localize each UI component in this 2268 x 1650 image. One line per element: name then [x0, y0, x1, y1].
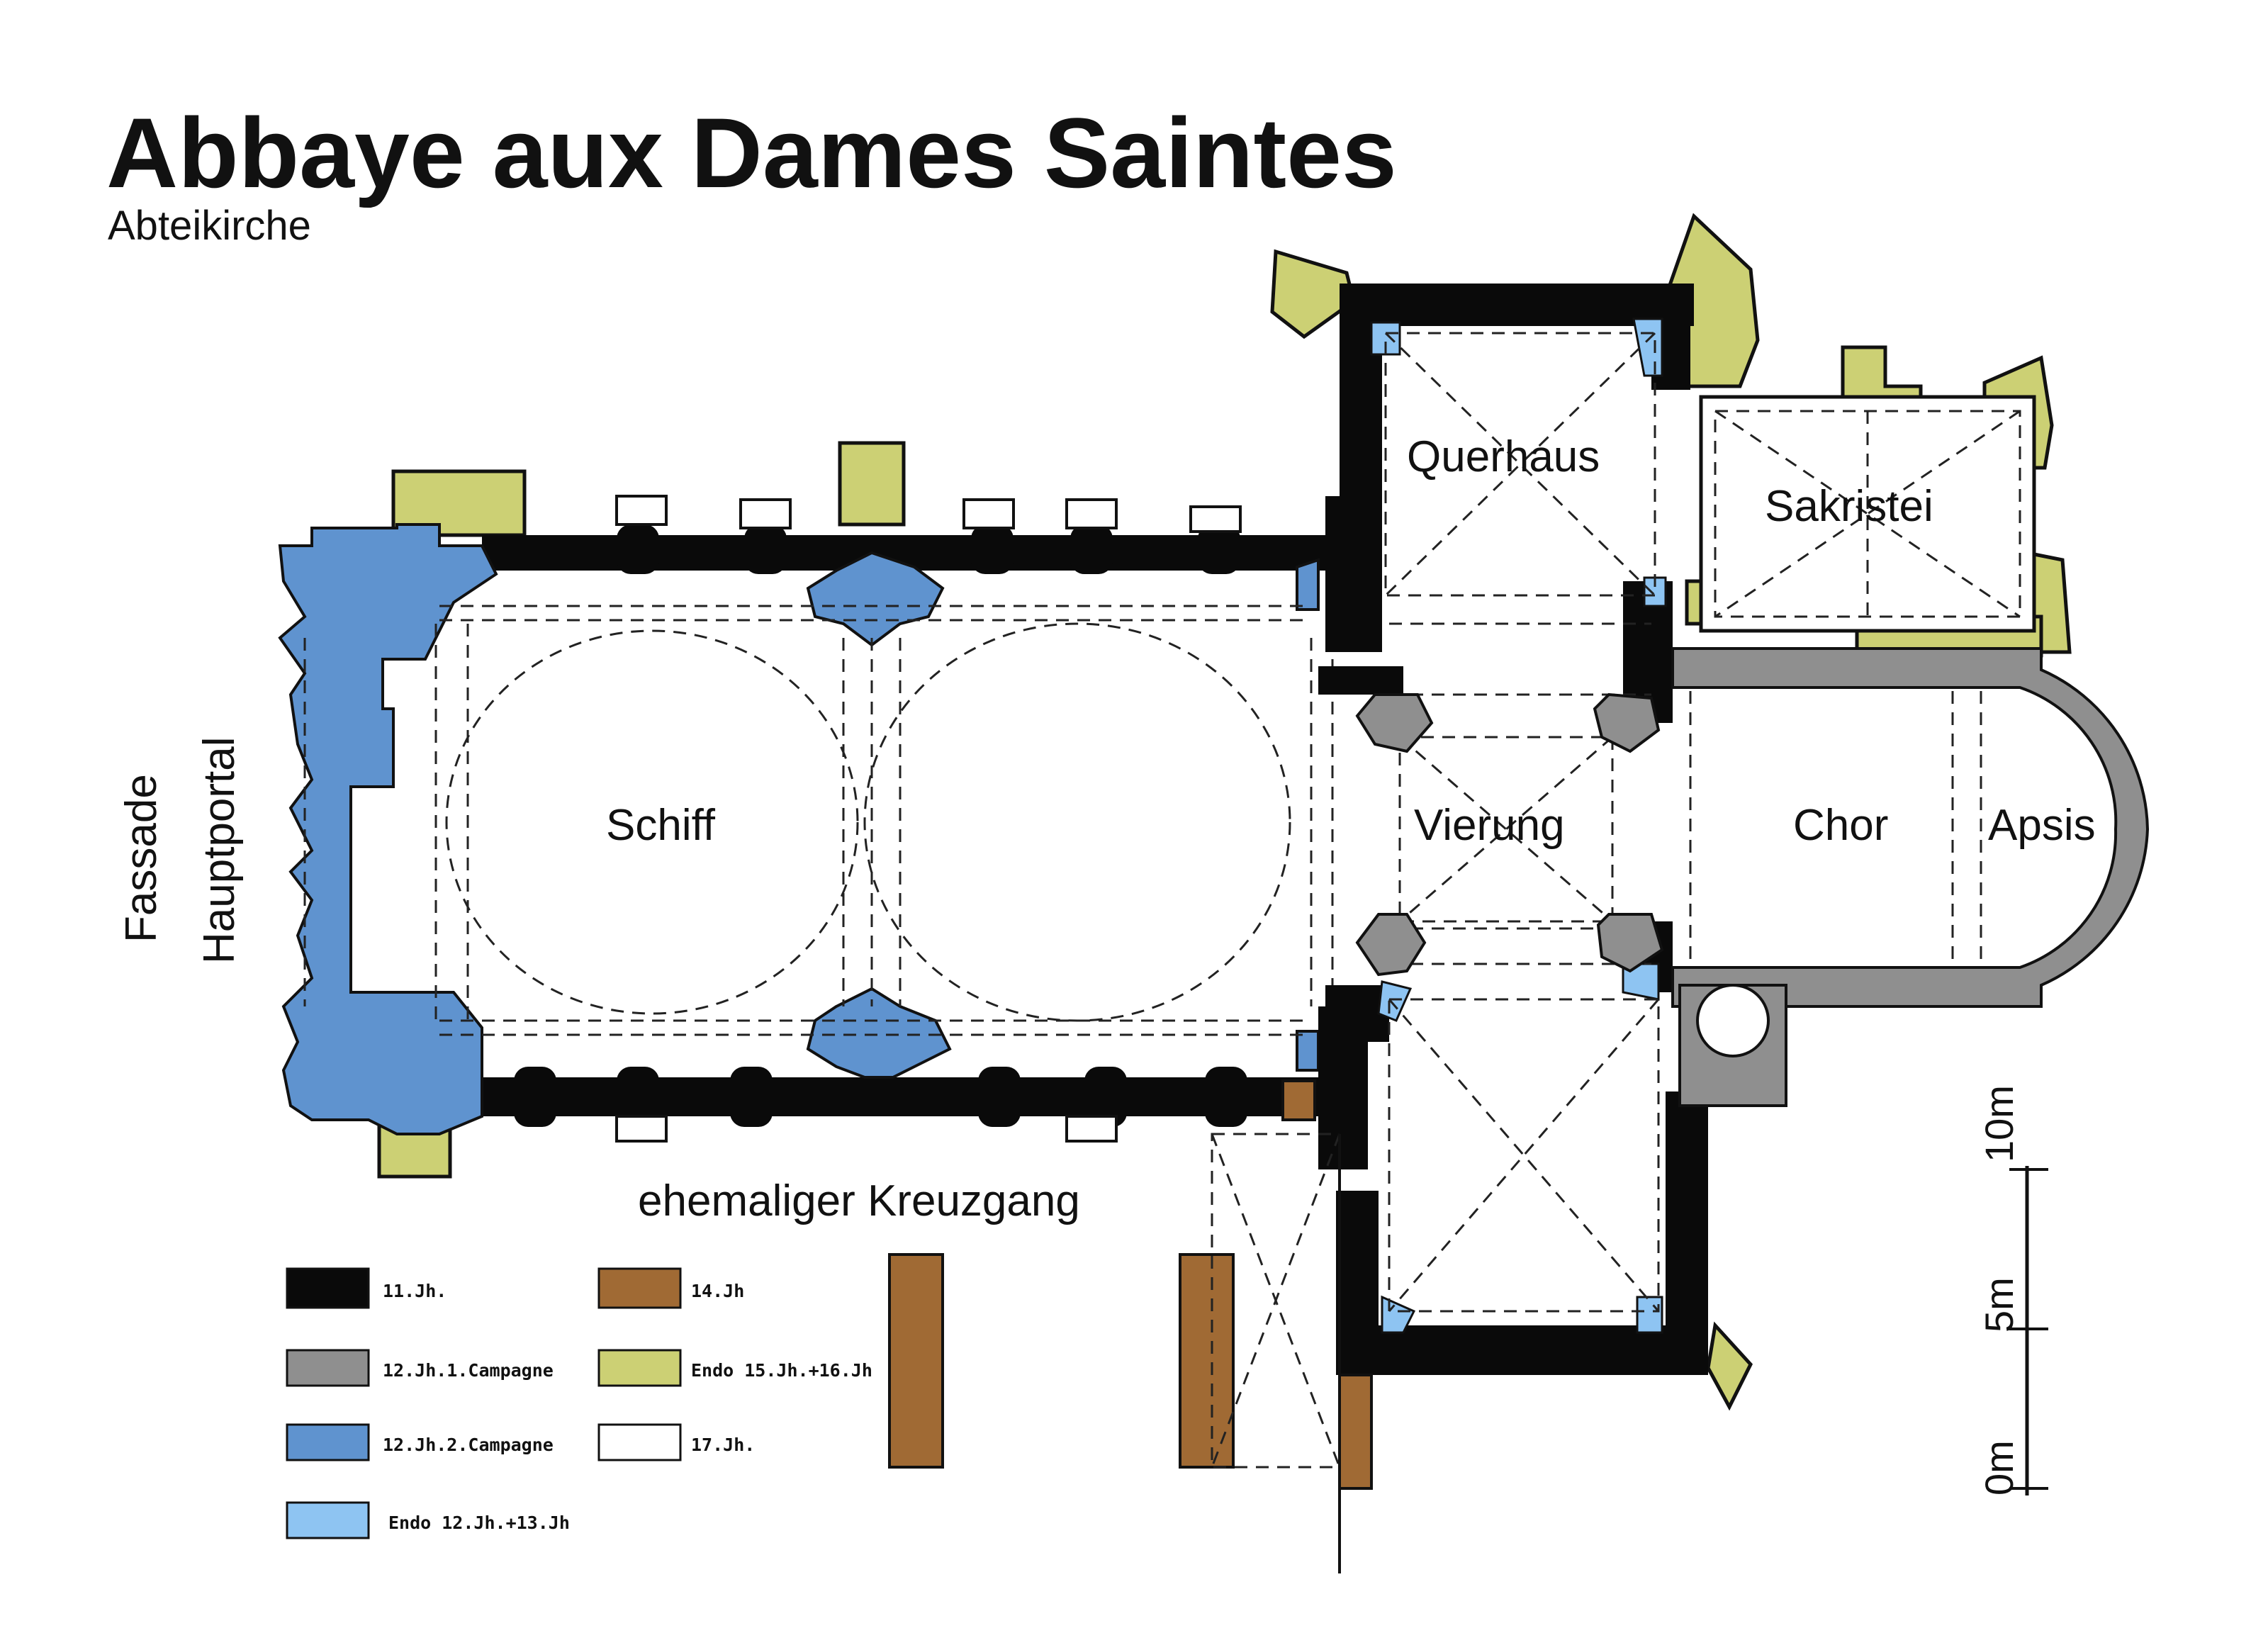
legend-label-11jh: 11.Jh. [383, 1281, 447, 1301]
sacristy [1699, 395, 2036, 633]
legend-swatch-12jh-2 [286, 1423, 370, 1461]
blue-facade [278, 523, 1320, 1135]
legend-label-end12jh: Endo 12.Jh.+13.Jh [388, 1512, 570, 1533]
legend-label-17jh: 17.Jh. [691, 1435, 755, 1455]
legend-swatch-end12jh [286, 1501, 370, 1539]
lightblue-details [1370, 318, 1667, 1334]
label-choir: Chor [1793, 801, 1888, 850]
nave-walls [383, 495, 1347, 1143]
scale-bar: 10m 5m 0m [1977, 1085, 2048, 1495]
scale-label-0m: 0m [1977, 1440, 2021, 1495]
legend-label-12jh-2: 12.Jh.2.Campagne [383, 1435, 554, 1455]
label-crossing: Vierung [1414, 801, 1565, 850]
choir-interior [1680, 691, 2020, 964]
scale-label-5m: 5m [1977, 1277, 2021, 1332]
label-cloister: ehemaliger Kreuzgang [638, 1177, 1080, 1225]
label-facade: Fassade [117, 774, 166, 943]
label-main-portal: Hauptportal [195, 736, 244, 964]
legend-swatch-15jh [597, 1349, 682, 1387]
nave-vault-lines [303, 605, 1334, 1036]
stair-turret [1696, 984, 1770, 1057]
label-nave: Schiff [606, 801, 716, 850]
legend-label-15jh: Endo 15.Jh.+16.Jh [691, 1360, 872, 1381]
legend-label-14jh: 14.Jh [691, 1281, 744, 1301]
scale-label-10m: 10m [1977, 1085, 2021, 1162]
legend-swatch-12jh-1 [286, 1349, 370, 1387]
olive-annexes [377, 213, 2072, 1411]
cloister-lines [1211, 1133, 1341, 1469]
legend-swatch-11jh [286, 1267, 370, 1309]
legend-swatch-17jh [597, 1423, 682, 1461]
page-title: Abbaye aux Dames Saintes [106, 97, 1397, 208]
transept-walls [1318, 284, 1708, 1375]
legend-label-12jh-1: 12.Jh.1.Campagne [383, 1360, 554, 1381]
label-apse: Apsis [1988, 801, 2096, 850]
page-subtitle: Abteikirche [108, 203, 311, 249]
label-sacristy: Sakristei [1765, 482, 1933, 531]
legend-swatch-14jh [597, 1267, 682, 1309]
legend: 11.Jh. 12.Jh.1.Campagne 12.Jh.2.Campagne… [286, 1267, 872, 1539]
gray-choir-walls [1355, 647, 2150, 1107]
cloister-remains [888, 1079, 1373, 1490]
label-transept: Querhaus [1407, 432, 1600, 481]
